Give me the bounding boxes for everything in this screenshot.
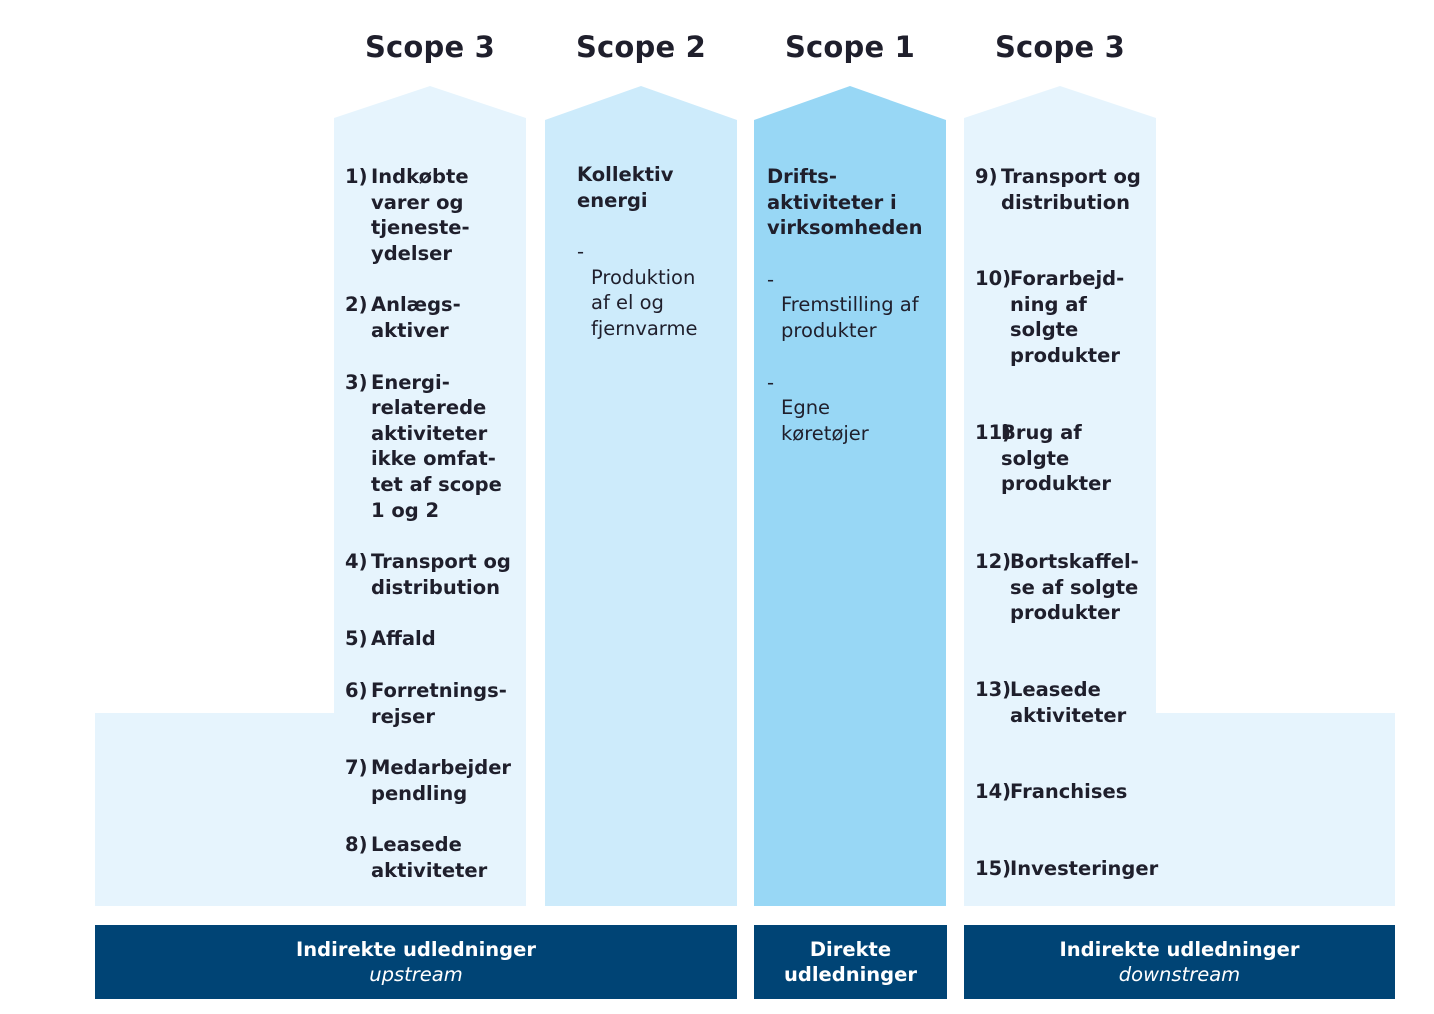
list-item: 15)Investeringer (975, 857, 1159, 880)
list-item: 13)Leasede aktiviteter (975, 678, 1127, 727)
scope1-sub-item: -Egne køretøjer (767, 370, 869, 445)
footer-upstream-line2: upstream (369, 963, 463, 986)
scope2-arrow-shape (545, 86, 737, 906)
upstream-list: 1)Indkøbte varer og tjeneste- ydelser 2)… (345, 164, 525, 883)
scope1-content: Drifts- aktiviteter i virksomheden -Frem… (767, 164, 945, 446)
footer-direct-line2: udledninger (784, 963, 917, 986)
footer-downstream-line2: downstream (1118, 963, 1241, 986)
scope1-sub-item: -Fremstilling af produkter (767, 267, 919, 342)
list-item: 5)Affald (345, 627, 436, 651)
list-item: 14)Franchises (975, 780, 1128, 803)
footer-indirect-upstream: Indirekte udledninger upstream (95, 925, 737, 999)
scope2-title: Kollektiv energi (577, 163, 674, 212)
footer-direct-line1: Direkte (809, 938, 892, 961)
scope1-title: Drifts- aktiviteter i virksomheden (767, 165, 923, 240)
footer-downstream-line1: Indirekte udledninger (1059, 938, 1300, 961)
heading-scope3-upstream: Scope 3 (364, 30, 496, 64)
list-item: 1)Indkøbte varer og tjeneste- ydelser (345, 165, 470, 265)
footer-indirect-downstream: Indirekte udledninger downstream (964, 925, 1395, 999)
list-item: 9)Transport og distribution (975, 165, 1141, 214)
list-item: 11)Brug af solgte produkter (975, 421, 1111, 496)
list-item: 10)Forarbejd- ning af solgte produkter (975, 267, 1125, 367)
scope2-sub-item: -Produktion af el og fjernvarme (577, 240, 698, 340)
heading-scope2: Scope 2 (575, 30, 707, 64)
upstream-arrow-shape (95, 86, 526, 906)
footer-upstream-line1: Indirekte udledninger (296, 938, 536, 961)
downstream-arrow-shape (964, 86, 1395, 906)
heading-scope1: Scope 1 (784, 30, 916, 64)
list-item: 3)Energi- relaterede aktiviteter ikke om… (345, 370, 502, 522)
scope2-content: Kollektiv energi -Produktion af el og fj… (577, 162, 733, 342)
list-item: 4)Transport og distribution (345, 550, 511, 599)
heading-scope3-downstream: Scope 3 (994, 30, 1126, 64)
footer-direct: Direkte udledninger (754, 925, 947, 999)
downstream-list: 9)Transport og distribution 10)Forarbejd… (975, 0, 1165, 900)
list-item: 2)Anlægs- aktiver (345, 293, 461, 342)
list-item: 6)Forretnings- rejser (345, 678, 507, 728)
list-item: 12)Bortskaffel- se af solgte produkter (975, 550, 1139, 625)
list-item: 7)Medarbejder pendling (345, 756, 512, 805)
scope1-arrow-shape (754, 86, 946, 906)
list-item: 8)Leasede aktiviteter (345, 833, 488, 882)
